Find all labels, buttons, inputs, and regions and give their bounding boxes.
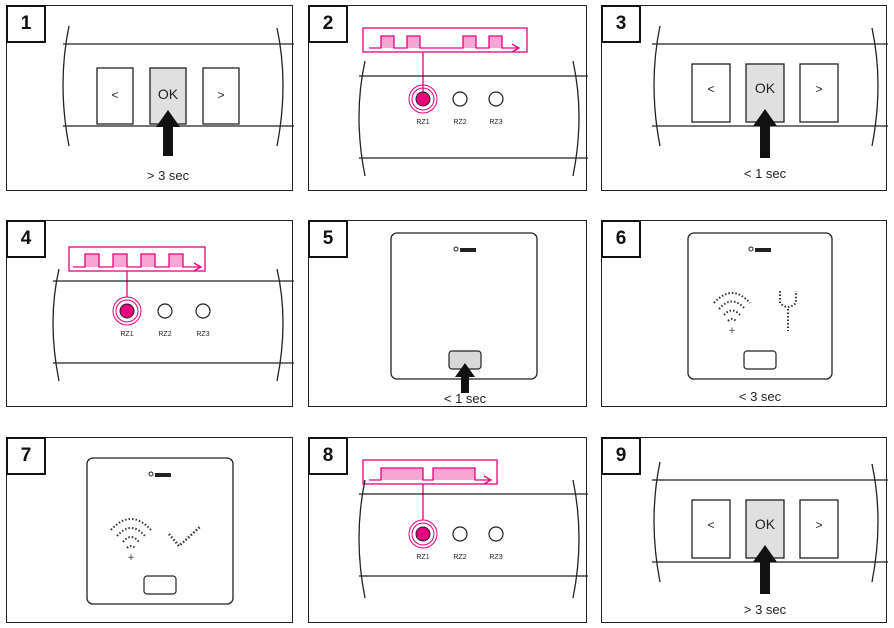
left-button: [691, 63, 731, 123]
led-signal-illustration: RZ1 RZ2 RZ3: [358, 27, 588, 177]
step-number: 5: [308, 220, 348, 258]
step-number: 2: [308, 5, 348, 43]
rz2-label: RZ2: [158, 331, 171, 338]
signal-box: [68, 246, 206, 272]
press-duration-caption: > 3 sec: [147, 168, 190, 183]
brand-logo-icon: [453, 246, 459, 252]
device-button: [743, 350, 777, 370]
wifi-plus-icon: +: [728, 326, 736, 336]
step-number: 7: [6, 437, 46, 475]
right-button-label: >: [815, 82, 822, 96]
rz2-led: [452, 526, 468, 542]
ok-button-label: OK: [755, 80, 776, 96]
wifi-icon: [110, 518, 152, 549]
right-button: [799, 63, 839, 123]
rz2-label: RZ2: [453, 554, 466, 561]
step-number: 6: [601, 220, 641, 258]
wifi-icon: [713, 292, 751, 322]
press-arrow-icon: [156, 110, 180, 156]
press-duration-caption: > 3 sec: [744, 602, 787, 617]
rz1-led: [119, 303, 135, 319]
step-panel-2: RZ1 RZ2 RZ3 2: [308, 5, 588, 191]
rz1-label: RZ1: [416, 119, 429, 126]
device-button: [143, 575, 177, 595]
step-number: 9: [601, 437, 641, 475]
signal-box: [362, 459, 498, 485]
right-button-label: >: [815, 518, 822, 532]
press-arrow-icon: [455, 363, 475, 393]
wifi-plus-icon: +: [127, 553, 135, 563]
brand-logo-mark: [460, 248, 476, 252]
brand-logo-icon: [748, 246, 754, 252]
step-panel-5: < 1 sec 5: [308, 220, 587, 407]
press-arrow-icon: [753, 545, 777, 594]
step-number: 3: [601, 5, 641, 43]
left-button-label: <: [707, 518, 714, 532]
room-device-illustration: +: [86, 457, 234, 605]
step-number: 1: [6, 5, 46, 43]
controller-buttons-illustration: < OK > > 3 sec: [62, 25, 294, 183]
signal-waveform-short: [369, 35, 517, 49]
right-button: [799, 499, 839, 559]
controller-buttons-illustration: < OK > < 1 sec: [652, 25, 888, 181]
press-arrow-icon: [753, 109, 777, 158]
left-button-label: <: [111, 88, 118, 102]
rz1-led: [415, 526, 431, 542]
rz2-led: [157, 303, 173, 319]
step-panel-6: + < 3 sec 6: [601, 220, 887, 407]
signal-box: [362, 27, 528, 53]
step-number: 8: [308, 437, 348, 475]
step-panel-3: < OK > < 1 sec 3: [601, 5, 888, 191]
room-device-illustration: < 1 sec: [390, 232, 538, 406]
right-button: [202, 67, 240, 125]
press-duration-caption: < 3 sec: [739, 389, 782, 404]
checkmark-icon: [168, 525, 202, 548]
brand-logo-mark: [755, 248, 771, 252]
rz1-label: RZ1: [416, 554, 429, 561]
led-signal-illustration: RZ1 RZ2 RZ3: [358, 459, 588, 599]
step-panel-4: RZ1 RZ2 RZ3 4: [6, 220, 294, 407]
controller-buttons-illustration: < OK > > 3 sec: [652, 461, 888, 617]
led-signal-illustration: RZ1 RZ2 RZ3: [52, 246, 294, 382]
step-panel-7: + 7: [6, 437, 293, 623]
rz1-led: [415, 91, 431, 107]
device-body: [687, 232, 833, 380]
step-panel-1: < OK > > 3 sec 1: [6, 5, 294, 191]
right-button-label: >: [217, 88, 224, 102]
brand-logo-icon: [148, 471, 154, 477]
wrench-icon: [779, 291, 797, 331]
rz1-label: RZ1: [120, 331, 133, 338]
rz2-label: RZ2: [453, 119, 466, 126]
step-panel-8: RZ1 RZ2 RZ3 8: [308, 437, 588, 623]
brand-logo-mark: [155, 473, 171, 477]
step-number: 4: [6, 220, 46, 258]
left-button-label: <: [707, 82, 714, 96]
left-button: [691, 499, 731, 559]
ok-button-label: OK: [158, 86, 179, 102]
signal-waveform-long: [369, 467, 489, 481]
left-button: [96, 67, 134, 125]
rz3-label: RZ3: [489, 119, 502, 126]
rz3-led: [488, 526, 504, 542]
signal-waveform-regular: [73, 253, 199, 268]
press-duration-caption: < 1 sec: [444, 391, 487, 406]
rz3-label: RZ3: [489, 554, 502, 561]
press-duration-caption: < 1 sec: [744, 166, 787, 181]
room-device-illustration: + < 3 sec: [687, 232, 833, 404]
rz2-led: [452, 91, 468, 107]
step-panel-9: < OK > > 3 sec 9: [601, 437, 888, 623]
device-body: [86, 457, 234, 605]
rz3-label: RZ3: [196, 331, 209, 338]
rz3-led: [195, 303, 211, 319]
rz3-led: [488, 91, 504, 107]
ok-button-label: OK: [755, 516, 776, 532]
